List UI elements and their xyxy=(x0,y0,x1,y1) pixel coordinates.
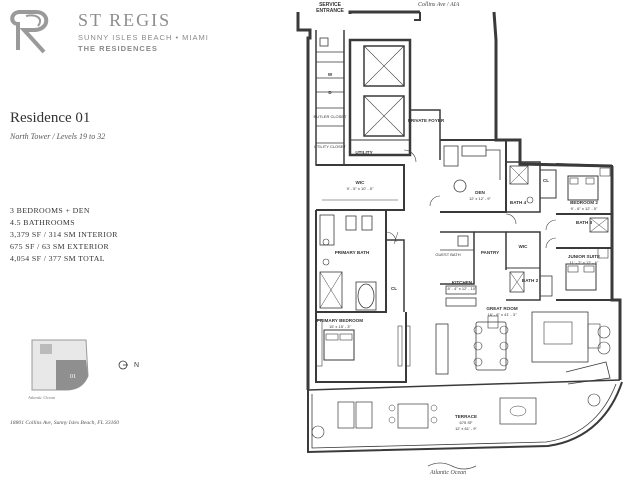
spec-interior: 3,379 SF / 314 SM INTERIOR xyxy=(10,230,118,239)
spec-bedrooms: 3 BEDROOMS + DEN xyxy=(10,206,90,215)
specs-list: 3 BEDROOMS + DEN 4.5 BATHROOMS 3,379 SF … xyxy=(10,205,118,265)
room-den-dim: 12' x 12' - 9" xyxy=(469,196,491,201)
spec-bathrooms: 4.5 BATHROOMS xyxy=(10,218,75,227)
room-bath-3: BATH 3 xyxy=(576,220,593,225)
room-utility: UTILITY xyxy=(355,150,372,155)
room-dryer: D xyxy=(328,90,332,95)
room-bath-4: BATH 4 xyxy=(510,200,527,205)
room-closet-den: CL xyxy=(543,178,549,183)
residence-subtitle: North Tower / Levels 19 to 32 xyxy=(10,132,106,141)
room-butler-closet: BUTLER CLOSET xyxy=(314,114,347,119)
brand-residences: THE RESIDENCES xyxy=(78,44,158,53)
key-plan-unit: 01 xyxy=(70,374,76,380)
room-terrace-area: 675 SF xyxy=(460,420,473,425)
room-junior-suite-dim: 11' - 2" x 12' - 6" xyxy=(570,260,599,265)
room-den: DEN xyxy=(475,190,485,195)
room-kitchen-dim: 8' - 4" x 12' - 10" xyxy=(447,286,477,291)
north-indicator: N xyxy=(118,360,139,370)
room-bath-2: BATH 2 xyxy=(522,278,539,283)
key-plan-ocean: Atlantic Ocean xyxy=(28,395,56,400)
room-wic-primary: WIC xyxy=(356,180,366,185)
room-private-foyer: PRIVATE FOYER xyxy=(408,118,445,123)
room-pantry: PANTRY xyxy=(481,250,499,255)
address: 18801 Collins Ave, Sunny Isles Beach, FL… xyxy=(10,420,120,426)
room-primary-bedroom-dim: 15' x 15' - 3" xyxy=(329,324,351,329)
st-regis-logo-icon xyxy=(10,10,49,54)
room-guest-bath: GUEST BATH xyxy=(435,252,460,257)
brand-name: ST REGIS xyxy=(78,10,172,30)
spec-total: 4,054 SF / 377 SM TOTAL xyxy=(10,254,105,263)
room-primary-bedroom: PRIMARY BEDROOM xyxy=(317,318,363,323)
service-entrance-label: SERVICE ENTRANCE xyxy=(316,2,344,14)
ocean-wave-icon xyxy=(427,462,477,470)
room-terrace: TERRACE xyxy=(455,414,477,419)
brand-location: SUNNY ISLES BEACH • MIAMI xyxy=(78,33,209,42)
spec-exterior: 675 SF / 63 SM EXTERIOR xyxy=(10,242,110,251)
room-junior-suite: JUNIOR SUITE xyxy=(568,254,600,259)
street-label: Collins Ave / AIA xyxy=(418,2,460,8)
room-terrace-dim: 12' x 61' - 9" xyxy=(455,426,477,431)
room-closet-primary: CL xyxy=(391,286,397,291)
room-wic-primary-dim: 9' - 5" x 10' - 5" xyxy=(347,186,374,191)
north-label: N xyxy=(133,361,140,369)
ocean-label: Atlantic Ocean xyxy=(430,470,467,476)
room-bedroom-2-dim: 9' - 6" x 12' - 5" xyxy=(571,206,598,211)
room-great-room: GREAT ROOM xyxy=(486,306,517,311)
key-plan: 01 xyxy=(31,339,89,391)
room-washer: W xyxy=(328,72,333,77)
residence-title: Residence 01 xyxy=(10,110,91,126)
room-kitchen: KITCHEN xyxy=(452,280,473,285)
brand-block: ST REGIS SUNNY ISLES BEACH • MIAMI THE R… xyxy=(78,10,209,53)
room-great-room-dim: 16' - 8" x 41' - 3" xyxy=(487,312,517,317)
room-bedroom-2: BEDROOM 2 xyxy=(570,200,598,205)
room-wic-junior: WIC xyxy=(519,244,529,249)
room-primary-bath: PRIMARY BATH xyxy=(335,250,370,255)
room-utility-closet: UTILITY CLOSET xyxy=(314,144,346,149)
